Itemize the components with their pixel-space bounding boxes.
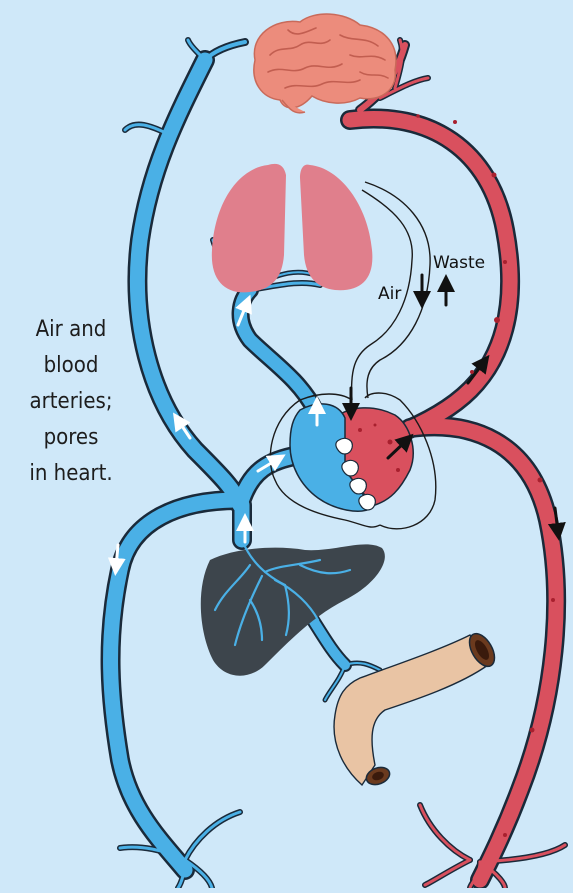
heart — [290, 404, 413, 511]
brain — [254, 14, 396, 113]
caption-line-2: blood — [4, 348, 138, 384]
right-lung — [300, 165, 372, 291]
caption-line-3: arteries; — [4, 384, 138, 420]
label-waste: Waste — [433, 253, 485, 273]
caption-line-1: Air and — [4, 312, 138, 348]
intestine — [334, 629, 500, 787]
liver — [201, 540, 385, 676]
label-air: Air — [378, 284, 401, 304]
caption-line-5: in heart. — [4, 456, 138, 492]
arrow-white-leg-down — [116, 545, 118, 567]
caption-text: Air and blood arteries; pores in heart. — [4, 312, 138, 492]
left-lung — [212, 164, 286, 292]
caption-line-4: pores — [4, 420, 138, 456]
